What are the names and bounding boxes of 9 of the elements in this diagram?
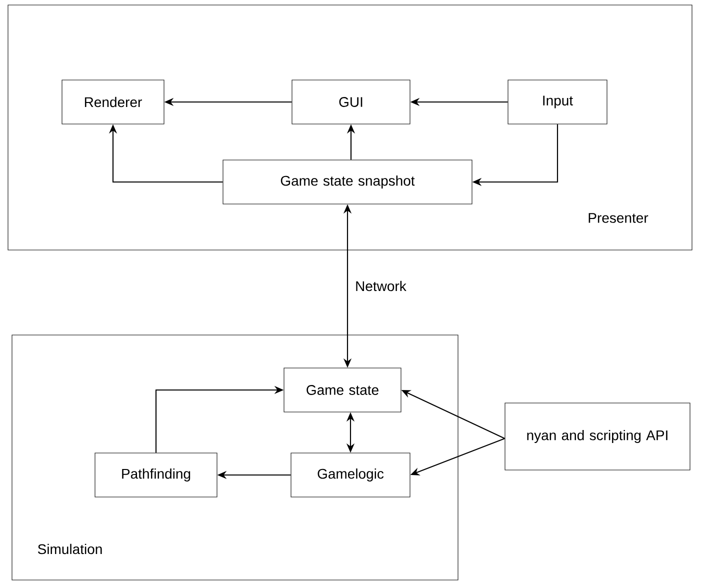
- process-box: Game state: [284, 368, 402, 412]
- edge-label: Network: [356, 280, 406, 292]
- process-box: Gamelogic: [290, 452, 410, 498]
- process-box: nyan and scripting API: [504, 402, 690, 470]
- process-box: Pathfinding: [94, 452, 218, 498]
- process-box: Input: [508, 80, 608, 124]
- process-box: Game state snapshot: [222, 160, 472, 204]
- process-box: GUI: [292, 80, 410, 124]
- process-box: Renderer: [62, 80, 164, 124]
